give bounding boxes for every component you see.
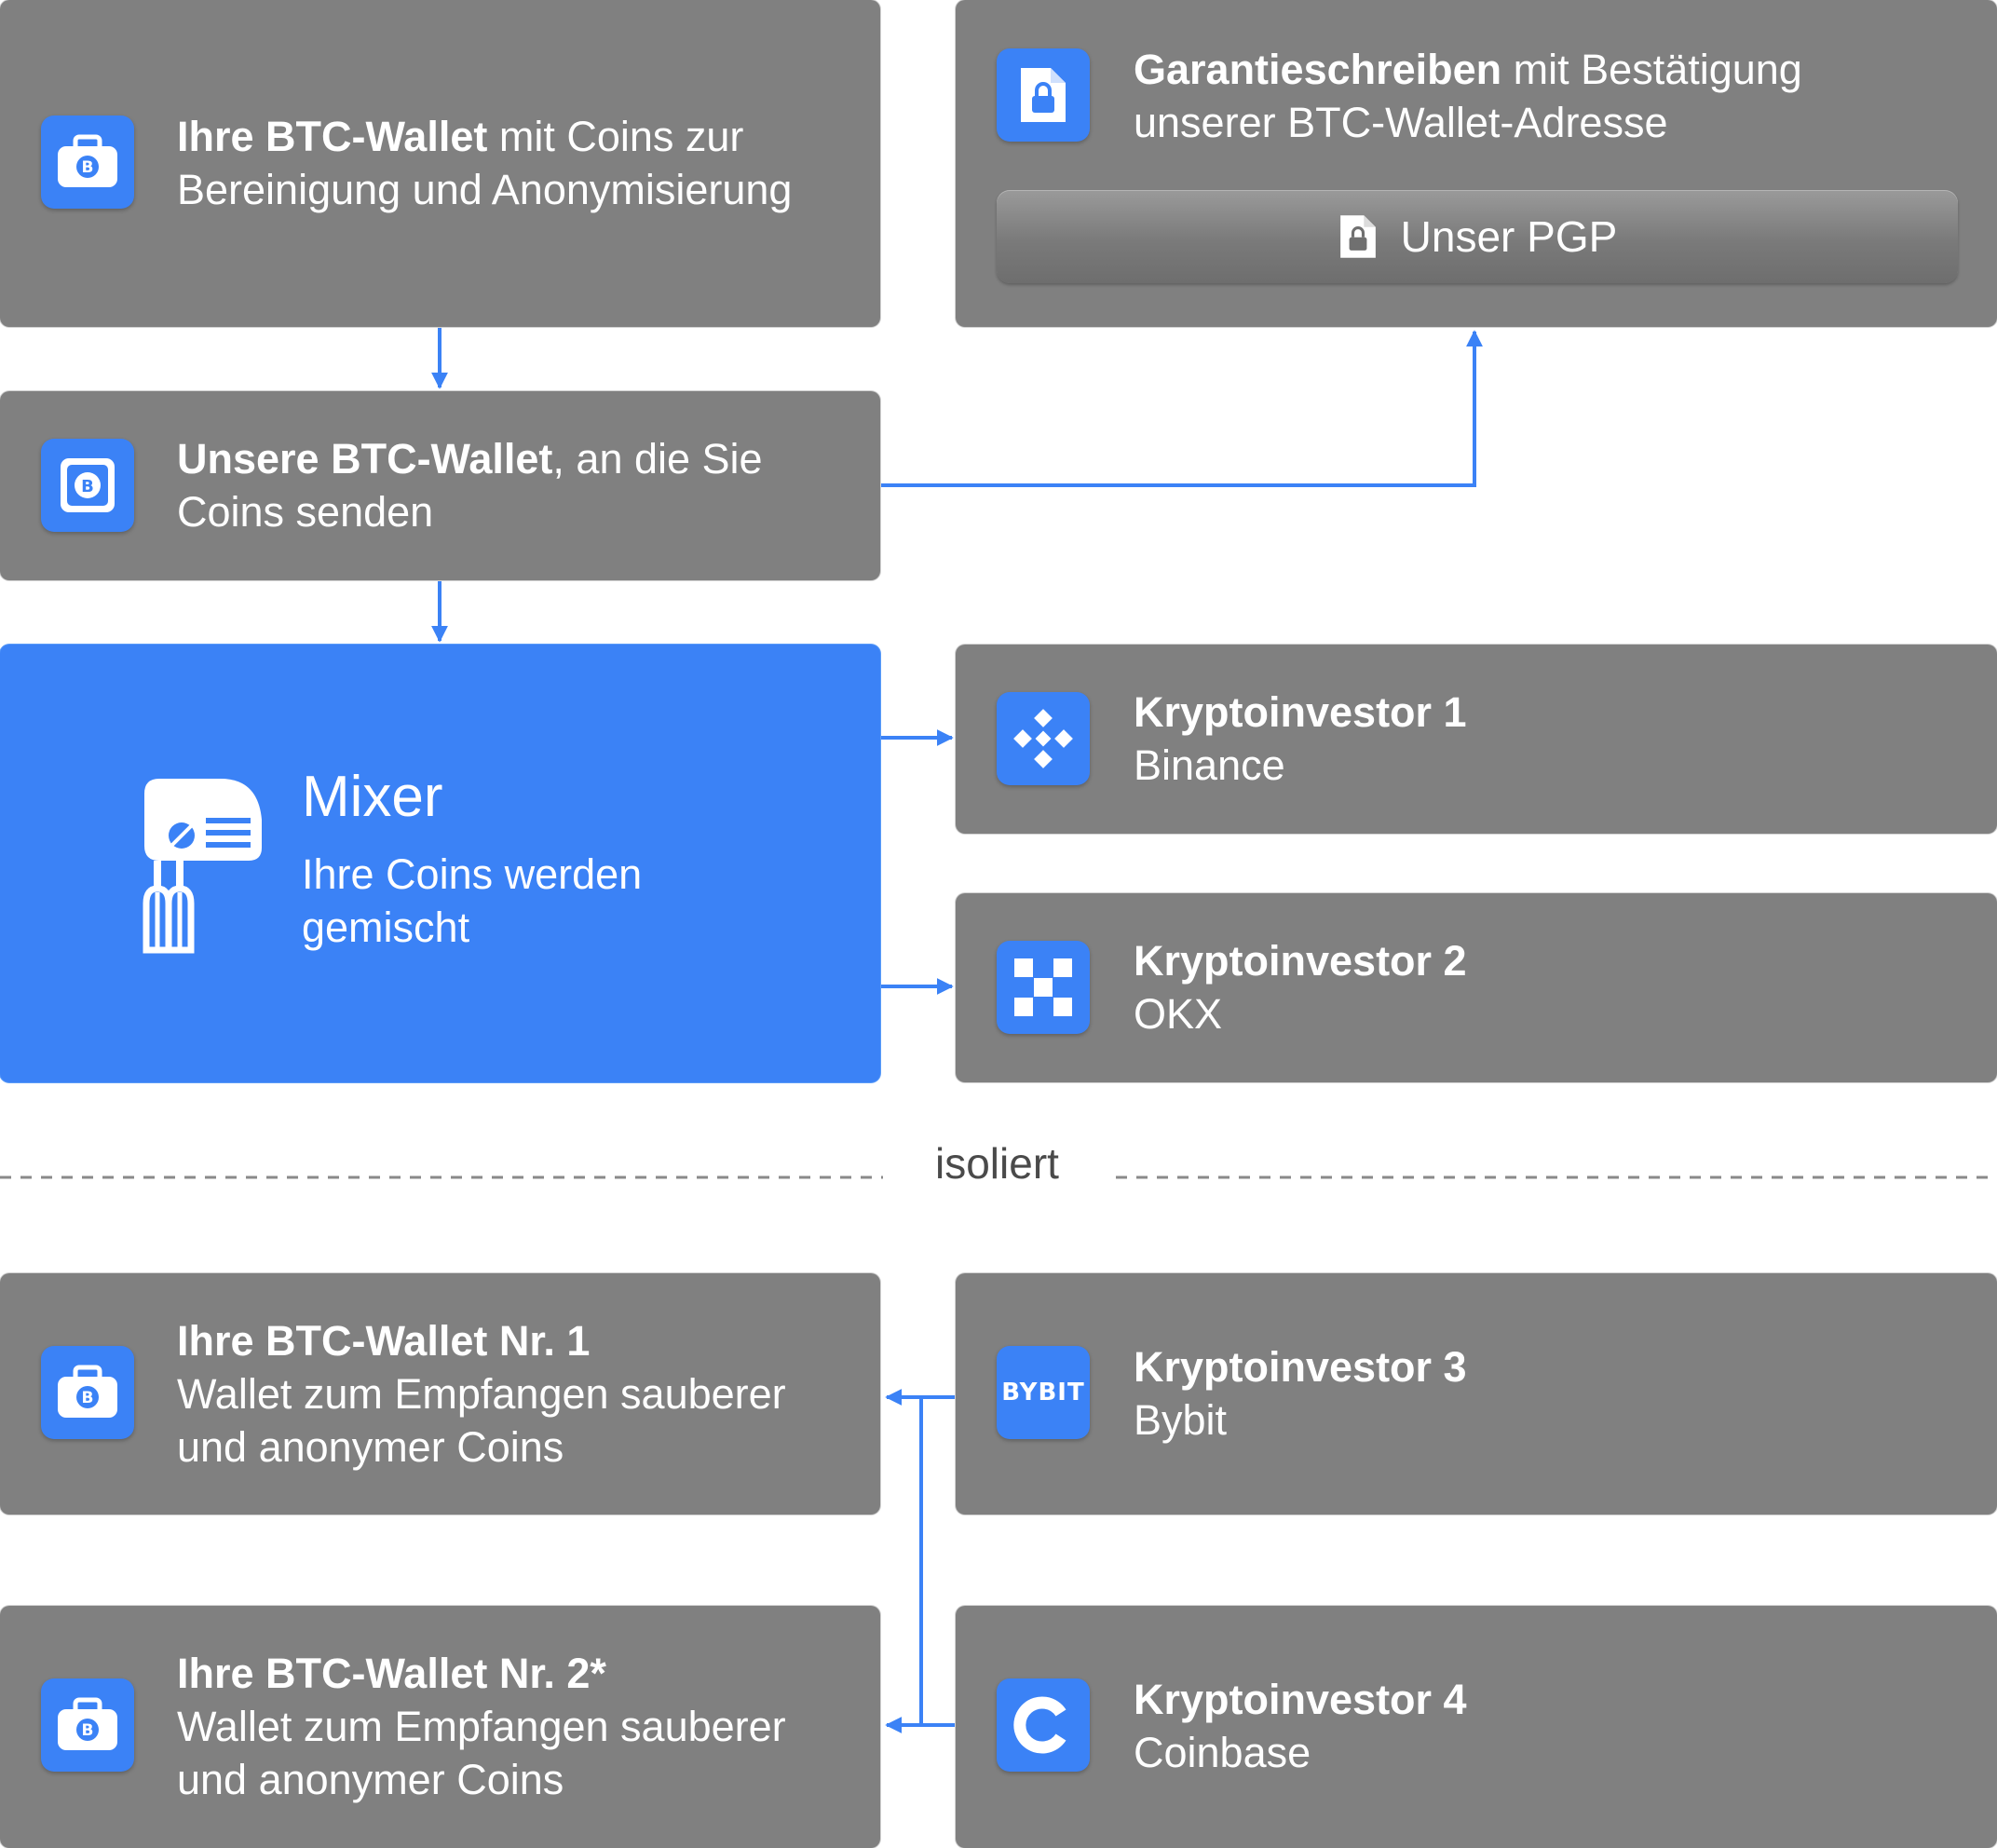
investor2-text: Kryptoinvestor 2 OKX bbox=[1134, 934, 1467, 1040]
node-wallet2: B Ihre BTC-Wallet Nr. 2* Wallet zum Empf… bbox=[0, 1606, 880, 1848]
safe-bitcoin-icon: B bbox=[41, 439, 134, 532]
mixer-title: Mixer bbox=[302, 765, 443, 829]
pgp-button[interactable]: Unser PGP bbox=[997, 190, 1958, 283]
wallet-source-line2: Bereinigung und Anonymisierung bbox=[177, 166, 793, 213]
wallet1-text: Ihre BTC-Wallet Nr. 1 Wallet zum Empfang… bbox=[177, 1314, 786, 1474]
bybit-icon: BYBIT bbox=[997, 1346, 1090, 1439]
guarantee-line2: unserer BTC-Wallet-Adresse bbox=[1134, 99, 1668, 146]
node-mixer: Mixer Ihre Coins werden gemischt bbox=[0, 645, 880, 1082]
binance-icon bbox=[997, 692, 1090, 785]
arrow-our-wallet-to-guarantee bbox=[880, 330, 1483, 487]
separator-label: isoliert bbox=[935, 1139, 1059, 1188]
investor4-title: Kryptoinvestor 4 bbox=[1134, 1676, 1467, 1723]
investor2-subtitle: OKX bbox=[1134, 990, 1223, 1038]
wallet1-title: Ihre BTC-Wallet Nr. 1 bbox=[177, 1317, 591, 1365]
guarantee-bold: Garantieschreiben bbox=[1134, 46, 1502, 93]
wallet-bitcoin-icon: B bbox=[41, 1678, 134, 1772]
investor2-title: Kryptoinvestor 2 bbox=[1134, 937, 1467, 985]
guarantee-text: Garantieschreiben mit Bestätigung unsere… bbox=[1134, 43, 1802, 149]
wallet-source-bold: Ihre BTC-Wallet bbox=[177, 113, 488, 160]
our-wallet-text: Unsere BTC-Wallet, an die Sie Coins send… bbox=[177, 432, 763, 538]
wallet1-line1: Wallet zum Empfangen sauberer bbox=[177, 1370, 786, 1418]
node-investor3: BYBIT Kryptoinvestor 3 Bybit bbox=[956, 1273, 1997, 1515]
node-wallet-source: B Ihre BTC-Wallet mit Coins zur Bereinig… bbox=[0, 0, 880, 327]
wallet-source-rest: mit Coins zur bbox=[487, 113, 744, 160]
svg-text:B: B bbox=[82, 1721, 94, 1740]
pgp-button-label: Unser PGP bbox=[1400, 212, 1618, 261]
our-wallet-bold: Unsere BTC-Wallet bbox=[177, 435, 553, 482]
wallet-source-text: Ihre BTC-Wallet mit Coins zur Bereinigun… bbox=[177, 110, 792, 216]
investor1-text: Kryptoinvestor 1 Binance bbox=[1134, 686, 1467, 792]
svg-text:B: B bbox=[81, 477, 94, 496]
investor4-subtitle: Coinbase bbox=[1134, 1729, 1311, 1776]
our-wallet-line2: Coins senden bbox=[177, 488, 434, 536]
node-investor1: Kryptoinvestor 1 Binance bbox=[956, 645, 1997, 834]
locked-document-small-icon bbox=[1339, 215, 1376, 258]
hand-mixer-icon bbox=[135, 773, 265, 959]
okx-icon bbox=[997, 941, 1090, 1034]
wallet1-line2: und anonymer Coins bbox=[177, 1423, 564, 1471]
node-wallet1: B Ihre BTC-Wallet Nr. 1 Wallet zum Empfa… bbox=[0, 1273, 880, 1515]
wallet2-line2: und anonymer Coins bbox=[177, 1756, 564, 1803]
bybit-icon-text: BYBIT bbox=[1001, 1379, 1085, 1406]
investor4-text: Kryptoinvestor 4 Coinbase bbox=[1134, 1673, 1467, 1779]
node-investor2: Kryptoinvestor 2 OKX bbox=[956, 893, 1997, 1082]
mixer-desc: Ihre Coins werden gemischt bbox=[302, 848, 642, 954]
mixer-line1: Ihre Coins werden bbox=[302, 850, 643, 898]
svg-text:B: B bbox=[82, 1389, 94, 1407]
investor1-subtitle: Binance bbox=[1134, 741, 1285, 789]
investor3-title: Kryptoinvestor 3 bbox=[1134, 1343, 1467, 1391]
wallet2-text: Ihre BTC-Wallet Nr. 2* Wallet zum Empfan… bbox=[177, 1647, 786, 1806]
node-our-wallet: B Unsere BTC-Wallet, an die Sie Coins se… bbox=[0, 391, 880, 580]
node-investor4: Kryptoinvestor 4 Coinbase bbox=[956, 1606, 1997, 1848]
guarantee-rest: mit Bestätigung bbox=[1501, 46, 1802, 93]
svg-text:B: B bbox=[82, 158, 94, 177]
mixer-line2: gemischt bbox=[302, 904, 470, 951]
locked-document-icon bbox=[997, 48, 1090, 142]
investor1-title: Kryptoinvestor 1 bbox=[1134, 688, 1467, 736]
our-wallet-rest: , an die Sie bbox=[552, 435, 763, 482]
wallet-bitcoin-icon: B bbox=[41, 116, 134, 209]
coinbase-icon bbox=[997, 1678, 1090, 1772]
investor3-text: Kryptoinvestor 3 Bybit bbox=[1134, 1340, 1467, 1447]
investor3-subtitle: Bybit bbox=[1134, 1396, 1228, 1444]
wallet2-line1: Wallet zum Empfangen sauberer bbox=[177, 1703, 786, 1750]
wallet2-title: Ihre BTC-Wallet Nr. 2* bbox=[177, 1650, 606, 1697]
wallet-bitcoin-icon: B bbox=[41, 1346, 134, 1439]
